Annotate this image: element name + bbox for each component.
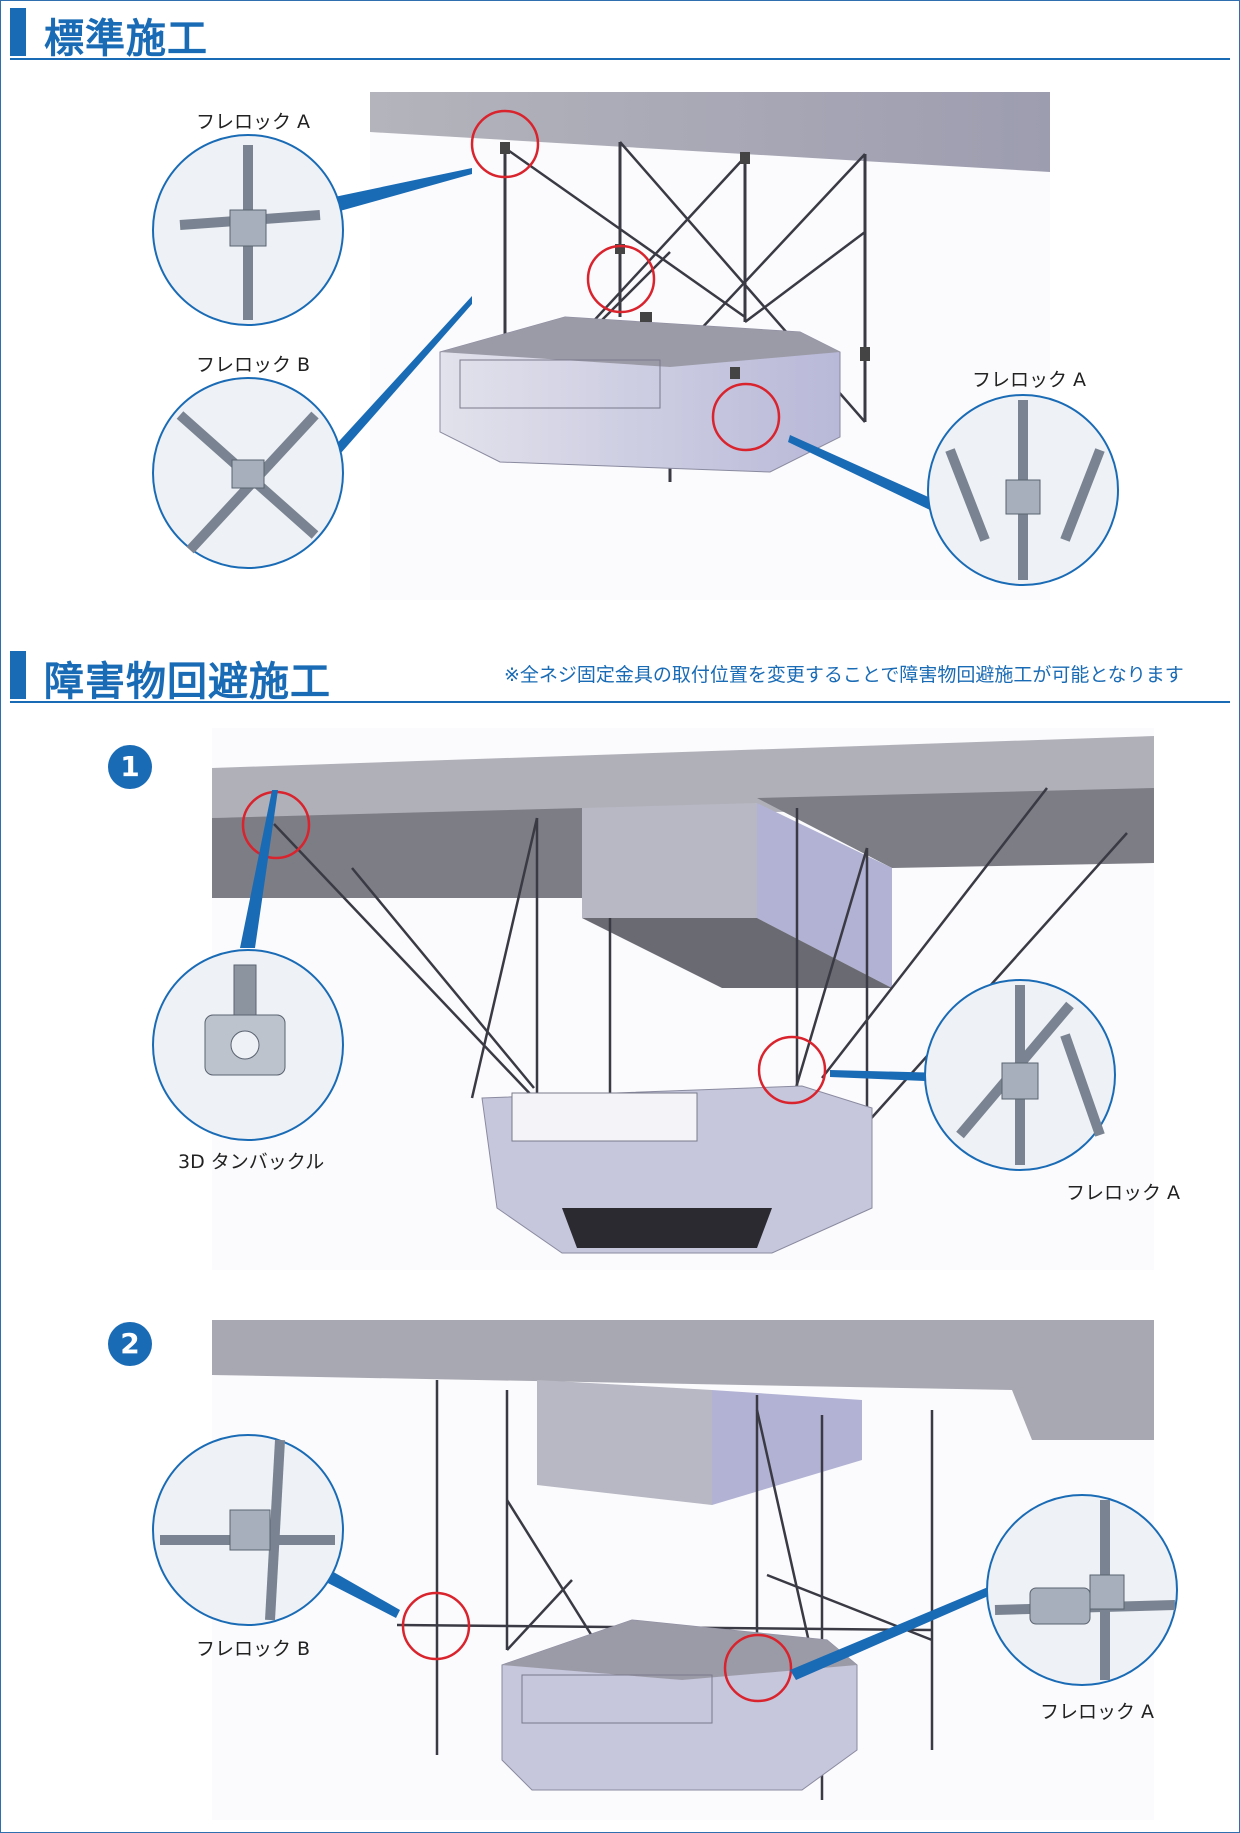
step-badge-2: 2	[108, 1322, 152, 1366]
callouts-left-obstacle-2	[152, 1434, 400, 1626]
highlight-circles	[470, 109, 781, 452]
duct-obstacle-front	[537, 1380, 712, 1505]
obstacle-scene-1	[212, 728, 1154, 1270]
callout-pointer-mid	[320, 296, 472, 470]
obstacle-note: ※全ネジ固定金具の取付位置を変更することで障害物回避施工が可能となります	[504, 664, 1184, 686]
section-title-text: 標準施工	[44, 16, 208, 62]
ceiling-slab	[212, 1320, 1154, 1440]
aircon-unit-top	[440, 317, 840, 367]
highlight-circles	[401, 1591, 793, 1703]
title-bar-marker	[10, 8, 26, 56]
beam-left	[212, 808, 582, 898]
section-title-standard: 標準施工	[10, 0, 1230, 62]
aircon-unit-grille	[562, 1208, 772, 1248]
aircon-unit-panel	[459, 359, 661, 409]
label-frelock-a-obstacle-1: フレロック A	[1066, 1182, 1181, 1204]
title-bar-marker	[10, 651, 26, 699]
ceiling-slab	[370, 92, 1050, 172]
callouts-left-obstacle-1	[152, 790, 344, 1141]
duct-obstacle-side	[712, 1390, 862, 1505]
duct-obstacle-bottom	[582, 918, 892, 988]
callouts-right-obstacle-1	[830, 979, 1116, 1171]
callouts-left-standard	[152, 134, 472, 569]
callout-pointer-left	[322, 1570, 400, 1618]
section-title-obstacle: 障害物回避施工	[10, 643, 1230, 705]
label-frelock-a-obstacle-2: フレロック A	[1040, 1701, 1155, 1723]
detail-nut	[229, 209, 267, 247]
label-frelock-b: フレロック B	[196, 354, 311, 376]
detail-cross-nut	[231, 459, 265, 489]
callout-pointer-right	[788, 435, 935, 510]
beam-right	[757, 788, 1154, 868]
aircon-unit-top	[502, 1620, 857, 1680]
section-title-text: 障害物回避施工	[44, 659, 331, 705]
callouts-right-obstacle-2	[790, 1494, 1178, 1686]
aircon-unit-panel	[511, 1092, 698, 1142]
label-frelock-a-right: フレロック A	[972, 369, 1087, 391]
aircon-unit-panel	[521, 1674, 713, 1724]
label-frelock-b-obstacle: フレロック B	[196, 1638, 311, 1660]
label-frelock-a-top: フレロック A	[196, 111, 311, 133]
callout-pointer-right	[790, 1582, 1002, 1680]
callout-pointer-top	[320, 168, 472, 216]
label-3d-turnbuckle: 3D タンバックル	[178, 1151, 325, 1173]
step-badge-1: 1	[108, 745, 152, 789]
duct-obstacle-side	[757, 803, 892, 988]
callouts-right-standard	[788, 394, 1119, 586]
duct-obstacle-front	[582, 803, 757, 918]
callout-pointer-turnbuckle	[240, 790, 278, 948]
clamp-fittings	[500, 142, 870, 379]
